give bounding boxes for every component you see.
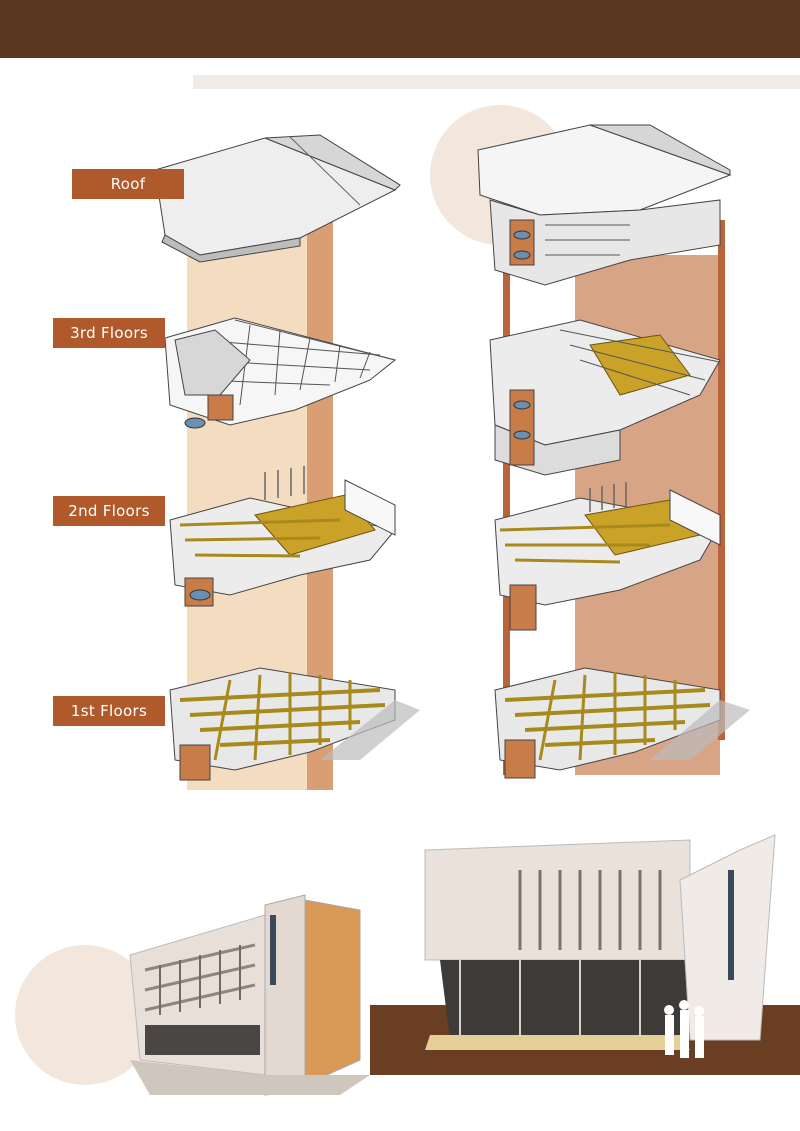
right-floor3-assembly	[489, 319, 721, 476]
right-stack-post-right	[718, 220, 725, 740]
left-floor2-module	[169, 466, 396, 607]
bg-circle-bottom	[15, 945, 155, 1085]
perspective-building-right	[424, 834, 776, 1058]
label-3rd-floors: 3rd Floors	[53, 318, 165, 348]
right-floor1-assembly	[494, 667, 750, 779]
people-silhouettes	[664, 1000, 704, 1058]
subheader-strip	[193, 75, 800, 89]
label-roof: Roof	[72, 169, 184, 199]
left-roof-module	[154, 134, 401, 263]
header-bar	[0, 0, 800, 58]
label-1st-floors: 1st Floors	[53, 696, 165, 726]
left-floor1-module	[169, 667, 420, 781]
right-roof-assembly	[477, 124, 732, 286]
perspective-building-left	[129, 894, 370, 1096]
right-stack-post-left	[503, 255, 510, 775]
right-floor2-assembly	[494, 482, 721, 631]
label-2nd-floors: 2nd Floors	[53, 496, 165, 526]
left-floor3-module	[164, 317, 397, 429]
